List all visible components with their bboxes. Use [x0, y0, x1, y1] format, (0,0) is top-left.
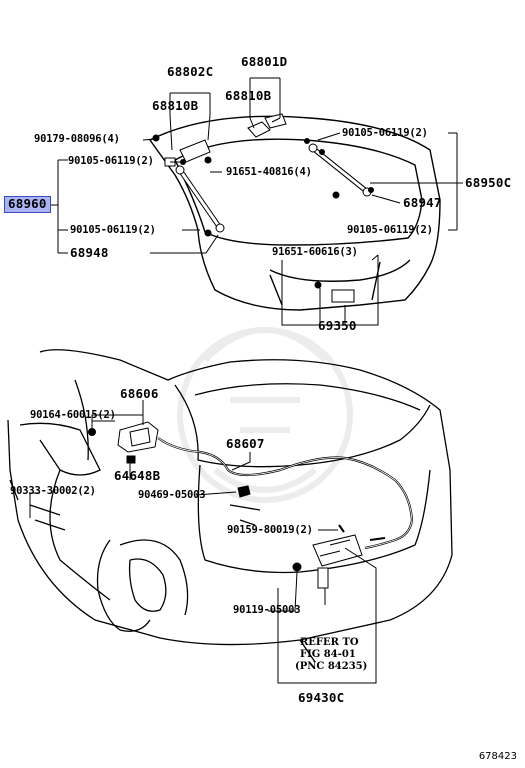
part-label-68947[interactable]: 68947	[403, 195, 442, 210]
part-label-68802c[interactable]: 68802C	[167, 64, 214, 79]
part-label-90105-06119-bot-left[interactable]: 90105-06119(2)	[70, 224, 156, 236]
strut-left	[175, 165, 225, 233]
refer-note-line-2[interactable]: FIG 84-01	[300, 649, 356, 660]
refer-note-line-3: (PNC 84235)	[295, 661, 368, 672]
part-label-90105-06119-bot-right[interactable]: 90105-06119(2)	[347, 224, 433, 236]
part-label-90179-08096[interactable]: 90179-08096(4)	[34, 133, 120, 145]
part-label-69350[interactable]: 69350	[318, 318, 357, 333]
diagram-number: 678423	[478, 751, 517, 762]
bolt-90164	[88, 428, 96, 436]
part-label-69430c[interactable]: 69430C	[298, 690, 345, 705]
part-label-90105-06119-top-right[interactable]: 90105-06119(2)	[342, 127, 428, 139]
lock-assembly-69430c	[292, 524, 386, 589]
part-label-91651-60616[interactable]: 91651-60616(3)	[272, 246, 358, 258]
striker-69350	[314, 281, 355, 303]
part-label-90159-80019[interactable]: 90159-80019(2)	[227, 524, 313, 536]
opener-handle-68606	[117, 421, 159, 453]
part-label-91651-40816[interactable]: 91651-40816(4)	[226, 166, 312, 178]
part-label-68950c[interactable]: 68950C	[465, 175, 512, 190]
part-label-68607[interactable]: 68607	[226, 436, 265, 451]
part-label-90333-30002[interactable]: 90333-30002(2)	[10, 485, 96, 497]
part-label-90164-60015[interactable]: 90164-60015(2)	[30, 409, 116, 421]
part-label-68960-highlighted[interactable]: 68960	[4, 196, 51, 213]
part-label-68801d[interactable]: 68801D	[241, 54, 288, 69]
leader-lines-upper	[40, 77, 463, 326]
part-label-68948[interactable]: 68948	[70, 245, 109, 260]
refer-note-line-1: REFER TO	[300, 637, 359, 648]
watermark-seal	[177, 327, 353, 503]
part-label-68810b-left[interactable]: 68810B	[152, 98, 199, 113]
strut-right	[308, 143, 372, 197]
part-label-90469-05003[interactable]: 90469-05003	[138, 489, 206, 501]
clamp-90469	[237, 485, 251, 498]
cable-68607	[157, 437, 414, 550]
part-label-68606[interactable]: 68606	[120, 386, 159, 401]
part-label-68810b-right[interactable]: 68810B	[225, 88, 272, 103]
part-label-64648b[interactable]: 64648B	[114, 468, 161, 483]
part-label-90119-05003[interactable]: 90119-05003	[233, 604, 301, 616]
vehicle-rear-outline	[7, 349, 453, 663]
clip-64648b	[126, 455, 136, 464]
part-label-90105-06119-top-left[interactable]: 90105-06119(2)	[68, 155, 154, 167]
leader-lines-lower	[29, 400, 377, 684]
